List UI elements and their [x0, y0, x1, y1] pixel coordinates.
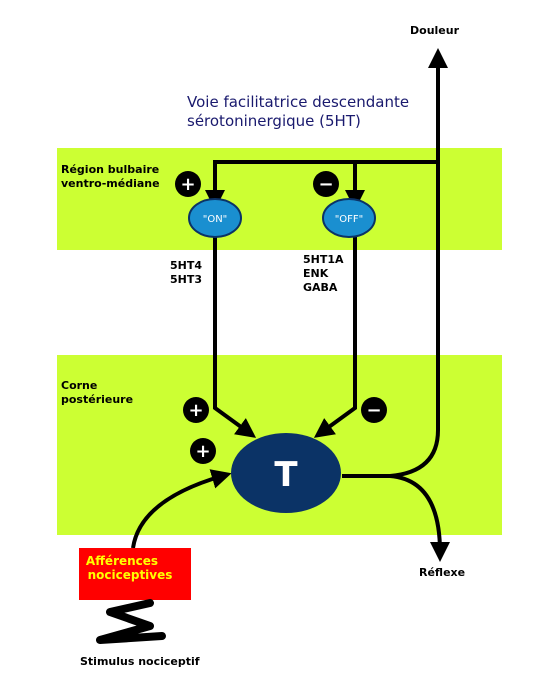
off-synapse-minus-sign: − — [361, 397, 387, 423]
on-transmitter-0: 5HT4 — [170, 259, 202, 272]
svg-text:−: − — [318, 174, 333, 195]
on-synapse-plus-sign: + — [183, 397, 209, 423]
off-top-minus-sign: − — [313, 171, 339, 197]
region-label-line2: ventro-médiane — [61, 177, 160, 190]
on-cell-projection — [213, 236, 257, 438]
reflexe-label: Réflexe — [419, 566, 465, 579]
corne-label-line2: postérieure — [61, 393, 133, 406]
on-top-plus-sign: + — [175, 171, 201, 197]
descending-pathway-line — [205, 160, 438, 210]
title-line1: Voie facilitatrice descendante — [187, 93, 409, 111]
reflex-pathway — [389, 474, 450, 562]
afferent-projection — [131, 469, 232, 549]
on-cell-label: "ON" — [203, 214, 228, 225]
off-transmitter-1: ENK — [303, 267, 329, 280]
svg-text:+: + — [180, 174, 195, 195]
svg-text:−: − — [366, 400, 381, 421]
afferent-box: Afférences nociceptives — [79, 548, 191, 600]
on-transmitter-1: 5HT3 — [170, 273, 202, 286]
svg-text:+: + — [188, 400, 203, 421]
stimulus-zigzag-icon — [96, 599, 166, 644]
off-transmitter-2: GABA — [303, 281, 338, 294]
douleur-label: Douleur — [410, 24, 460, 37]
svg-text:+: + — [195, 441, 210, 462]
stimulus-label: Stimulus nociceptif — [80, 655, 200, 668]
title-line2: sérotoninergique (5HT) — [187, 112, 361, 130]
off-cell-label: "OFF" — [335, 214, 364, 225]
t-neuron: T — [231, 433, 341, 513]
on-cell: "ON" — [188, 198, 242, 238]
corne-label-line1: Corne — [61, 379, 97, 392]
t-neuron-label: T — [274, 455, 298, 495]
afferent-synapse-plus-sign: + — [190, 438, 216, 464]
off-cell: "OFF" — [322, 198, 376, 238]
region-label-line1: Région bulbaire — [61, 163, 159, 176]
off-transmitter-0: 5HT1A — [303, 253, 344, 266]
medulla-region-band — [57, 148, 502, 250]
afferent-label-line1: Afférences — [86, 554, 158, 568]
off-cell-projection — [313, 236, 357, 438]
afferent-label-line2: nociceptives — [88, 568, 173, 582]
